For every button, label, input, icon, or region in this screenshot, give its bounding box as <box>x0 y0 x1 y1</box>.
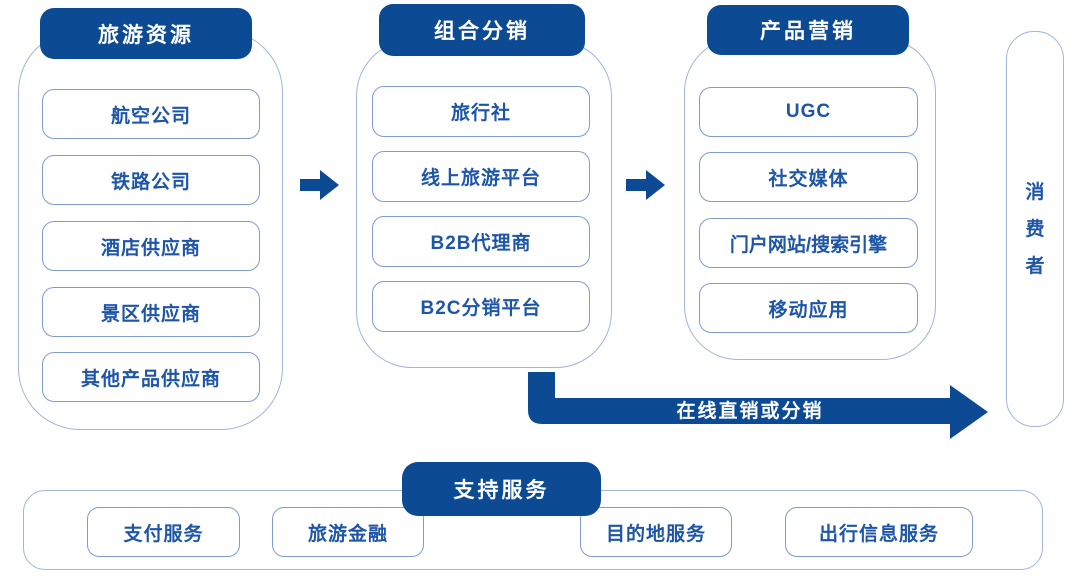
arrow-right-icon <box>300 170 339 200</box>
combined-distribution-header: 组合分销 <box>379 4 585 56</box>
arrow-right-icon <box>626 170 665 200</box>
travel-finance-box: 旅游金融 <box>272 507 424 557</box>
flow-arrow-icon <box>528 372 988 439</box>
social-media-box: 社交媒体 <box>699 152 918 202</box>
other-product-supplier-box: 其他产品供应商 <box>42 352 260 402</box>
payment-services-box: 支付服务 <box>87 507 240 557</box>
tourism-resources-header: 旅游资源 <box>40 8 252 59</box>
consumer-frame: 消费者 <box>1006 31 1064 427</box>
destination-services-box: 目的地服务 <box>580 507 732 557</box>
travel-info-services-box: 出行信息服务 <box>785 507 973 557</box>
portal-search-engine-box: 门户网站/搜索引擎 <box>699 218 918 268</box>
travel-agency-box: 旅行社 <box>372 86 590 137</box>
hotel-supplier-box: 酒店供应商 <box>42 221 260 271</box>
support-services-header: 支持服务 <box>402 462 601 516</box>
flow-arrow-label: 在线直销或分销 <box>676 401 824 422</box>
online-travel-platform-box: 线上旅游平台 <box>372 151 590 202</box>
consumer-label: 消费者 <box>1025 181 1045 277</box>
railway-company-box: 铁路公司 <box>42 155 260 205</box>
b2b-agent-box: B2B代理商 <box>372 216 590 267</box>
b2c-distribution-platform-box: B2C分销平台 <box>372 281 590 332</box>
ugc-box: UGC <box>699 87 918 137</box>
product-marketing-header: 产品营销 <box>707 5 909 55</box>
scenic-area-supplier-box: 景区供应商 <box>42 287 260 337</box>
airline-company-box: 航空公司 <box>42 89 260 139</box>
mobile-app-box: 移动应用 <box>699 283 918 333</box>
